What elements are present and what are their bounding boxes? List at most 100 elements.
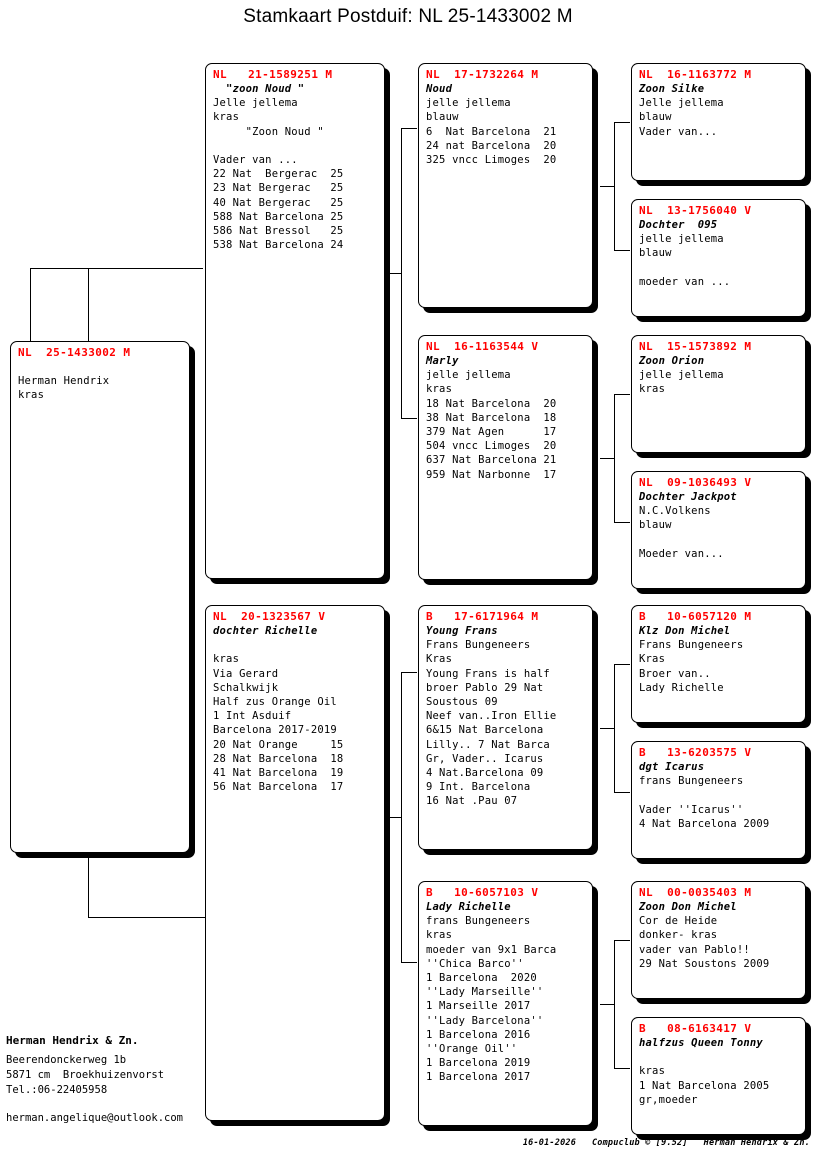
detail-line: Neef van..Iron Ellie — [426, 710, 557, 723]
connector-damsire-top — [614, 664, 630, 665]
detail-line: kras — [213, 653, 240, 666]
detail-line: Vader van ... — [213, 154, 298, 167]
detail-line: 1 Barcelona 2016 — [426, 1028, 531, 1041]
ring-number-sire-dam: NL 16-1163544 V — [426, 340, 539, 353]
footer-credit: 16-01-2026 Compuclub © [9.52] Herman Hen… — [522, 1138, 810, 1148]
detail-line: Vader van... — [639, 125, 718, 138]
detail-line: 22 Nat Bergerac 25 — [213, 168, 344, 181]
detail-line: 56 Nat Barcelona 17 — [213, 781, 344, 794]
detail-line: blauw — [639, 111, 672, 124]
detail-line: blauw — [639, 519, 672, 532]
detail-line: 4 Nat.Barcelona 09 — [426, 767, 544, 780]
detail-line: 23 Nat Bergerac 25 — [213, 182, 344, 195]
detail-line: broer Pablo 29 Nat — [426, 681, 544, 694]
detail-line: Zoon Don Michel — [639, 901, 737, 913]
detail-line: 504 vncc Limoges 20 — [426, 440, 557, 453]
owner-email[interactable]: herman.angelique@outlook.com — [6, 1112, 184, 1124]
detail-line: blauw — [426, 111, 459, 124]
detail-line: 325 vncc Limoges 20 — [426, 154, 557, 167]
connector-subject-to-box — [30, 268, 31, 341]
detail-line: 16 Nat .Pau 07 — [426, 795, 518, 808]
ring-number-sire-dam-dam: NL 09-1036493 V — [639, 476, 752, 489]
detail-line: Zoon Silke — [639, 83, 705, 95]
detail-line: 1 Barcelona 2017 — [426, 1071, 531, 1084]
detail-line: dochter Richelle — [213, 625, 318, 637]
ring-number-subject: NL 25-1433002 M — [18, 346, 131, 359]
detail-line: 588 Nat Barcelona 25 — [213, 210, 344, 223]
detail-line: kras — [639, 1065, 666, 1078]
detail-line: 40 Nat Bergerac 25 — [213, 196, 344, 209]
detail-line: Lady Richelle — [426, 901, 511, 913]
detail-line: Lilly.. 7 Nat Barca — [426, 738, 550, 751]
detail-line: jelle jellema — [639, 369, 724, 382]
detail-line: Dochter 095 — [639, 219, 718, 231]
detail-line: Via Gerard — [213, 667, 279, 680]
detail-line: Gr, Vader.. Icarus — [426, 752, 544, 765]
detail-line: kras — [18, 389, 45, 402]
connector-dam-top — [401, 672, 417, 673]
connector-damdam-top — [614, 940, 630, 941]
detail-line: 20 Nat Orange 15 — [213, 738, 344, 751]
detail-line: "zoon Noud " — [213, 83, 305, 95]
detail-line: Herman Hendrix — [18, 375, 110, 388]
connector-damdam-bottom — [614, 1068, 630, 1069]
detail-line: jelle jellema — [426, 369, 511, 382]
ring-number-sire-dam-sire: NL 15-1573892 M — [639, 340, 752, 353]
detail-line: Barcelona 2017-2019 — [213, 724, 337, 737]
ring-number-dam-sire-dam: B 13-6203575 V — [639, 746, 752, 759]
ring-number-dam-dam: B 10-6057103 V — [426, 886, 539, 899]
detail-line: frans Bungeneers — [639, 775, 744, 788]
ring-number-sire-sire: NL 17-1732264 M — [426, 68, 539, 81]
detail-line — [639, 261, 799, 275]
detail-line: ''Lady Barcelona'' — [426, 1014, 544, 1027]
detail-line — [639, 788, 799, 802]
detail-line: 38 Nat Barcelona 18 — [426, 411, 557, 424]
detail-line: kras — [426, 383, 453, 396]
detail-line: 4 Nat Barcelona 2009 — [639, 817, 770, 830]
detail-line: Kras — [426, 653, 453, 666]
connector-siredam-top — [614, 394, 630, 395]
detail-line: 637 Nat Barcelona 21 — [426, 454, 557, 467]
detail-line: 959 Nat Narbonne 17 — [426, 468, 557, 481]
detail-line: jelle jellema — [426, 97, 511, 110]
detail-line — [639, 533, 799, 547]
detail-line: halfzus Queen Tonny — [639, 1037, 763, 1049]
detail-line: ''Orange Oil'' — [426, 1043, 518, 1056]
detail-line: ''Lady Marseille'' — [426, 986, 544, 999]
ring-number-dam-sire-sire: B 10-6057120 M — [639, 610, 752, 623]
page-title: Stamkaart Postduif: NL 25-1433002 M — [243, 6, 573, 27]
detail-line: 24 nat Barcelona 20 — [426, 139, 557, 152]
detail-line: Soustous 09 — [426, 696, 498, 709]
detail-line: 1 Int Asduif — [213, 710, 292, 723]
detail-line — [213, 638, 378, 652]
detail-line: 18 Nat Barcelona 20 — [426, 397, 557, 410]
pigeon-box-sire[interactable]: NL 21-1589251 M "zoon Noud "Jelle jellem… — [205, 63, 385, 579]
ring-number-dam: NL 20-1323567 V — [213, 610, 326, 623]
ring-number-dam-dam-sire: NL 00-0035403 M — [639, 886, 752, 899]
detail-line: Moeder van... — [639, 547, 724, 560]
ring-number-dam-sire: B 17-6171964 M — [426, 610, 539, 623]
